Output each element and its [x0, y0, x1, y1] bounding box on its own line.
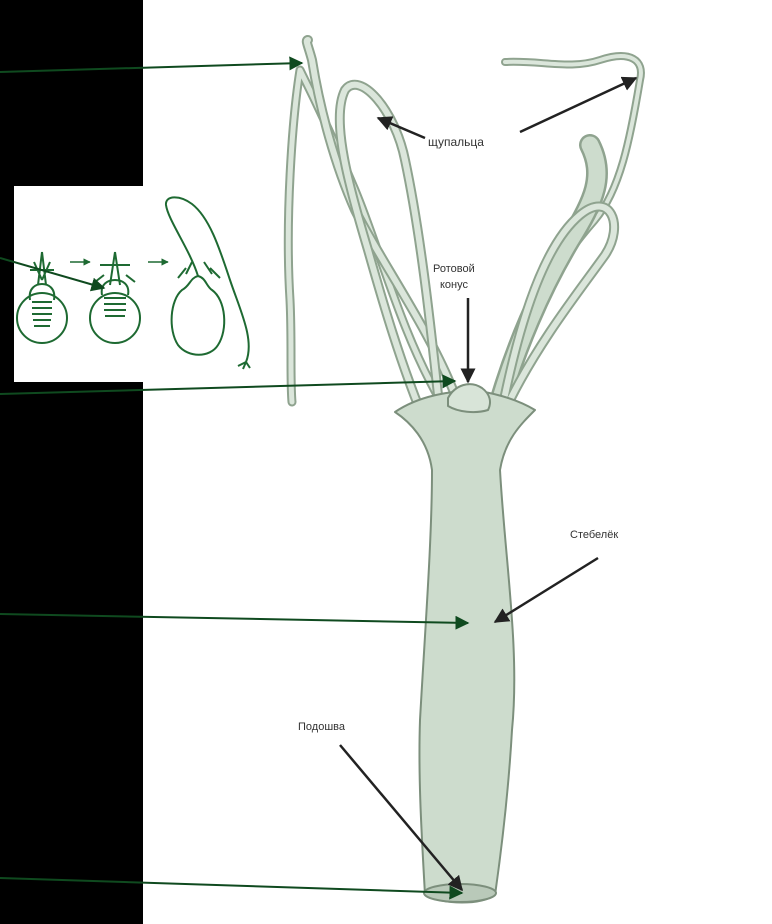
label-stalk: Стебелёк: [570, 529, 618, 541]
label-tentacles: щупальца: [428, 135, 484, 149]
label-sole: Подошва: [298, 721, 346, 733]
inset-panel: [14, 186, 276, 382]
label-mouth-cone-2: конус: [440, 279, 469, 291]
label-mouth-cone-1: Ротовой: [433, 263, 475, 275]
